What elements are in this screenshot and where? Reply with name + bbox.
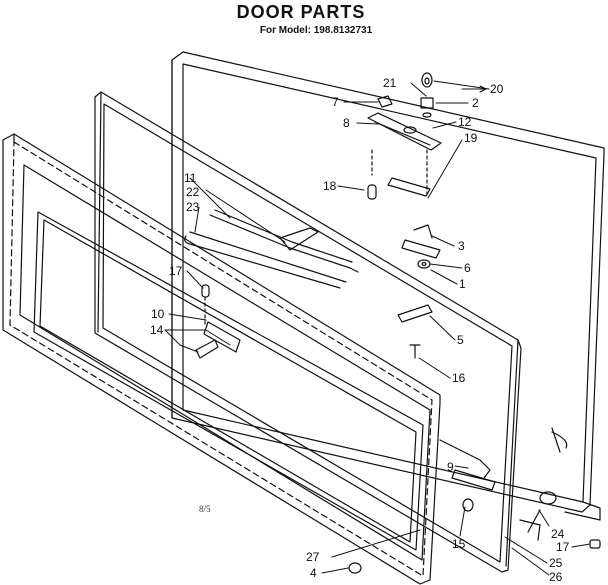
callout-16: 16 (452, 371, 466, 385)
callout-3: 3 (458, 239, 465, 253)
callout-14: 14 (150, 323, 164, 337)
callout-2: 2 (472, 96, 479, 110)
callout-6: 6 (464, 261, 471, 275)
outer-door-panel (171, 51, 605, 521)
callout-18: 18 (323, 179, 337, 193)
model-number: For Model: 198.8132731 (259, 25, 373, 36)
callout-4: 4 (310, 566, 317, 580)
callout-15: 15 (452, 537, 466, 551)
hinge-hardware-bottom (348, 427, 601, 574)
callout-5: 5 (457, 333, 464, 347)
callout-1: 1 (459, 277, 466, 291)
callout-22: 22 (186, 185, 200, 199)
diagram-title: DOOR PARTS (236, 2, 366, 22)
callout-26: 26 (549, 570, 563, 584)
callout-24: 24 (551, 527, 565, 541)
latch-hardware (195, 284, 241, 359)
callout-7: 7 (332, 95, 339, 109)
callout-labels: 20 21 2 7 8 12 19 18 11 22 23 3 6 1 17 1… (150, 76, 570, 584)
callout-21: 21 (383, 76, 397, 90)
page-footnote: 8/5 (199, 504, 211, 514)
callout-9: 9 (447, 460, 454, 474)
callout-27: 27 (306, 550, 320, 564)
callout-11: 11 (184, 171, 197, 185)
callout-23: 23 (186, 200, 200, 214)
callout-8: 8 (343, 116, 350, 130)
callout-17-bottom: 17 (556, 540, 570, 554)
callout-17-top: 17 (169, 264, 183, 278)
hinge-hardware-top (367, 72, 442, 359)
inner-door-liner (2, 133, 441, 585)
callout-25: 25 (549, 556, 563, 570)
leader-lines (164, 80, 591, 576)
callout-12: 12 (458, 115, 472, 129)
callout-20: 20 (490, 82, 504, 96)
door-handle-assembly (184, 209, 359, 289)
callout-10: 10 (151, 307, 165, 321)
callout-19: 19 (464, 131, 478, 145)
